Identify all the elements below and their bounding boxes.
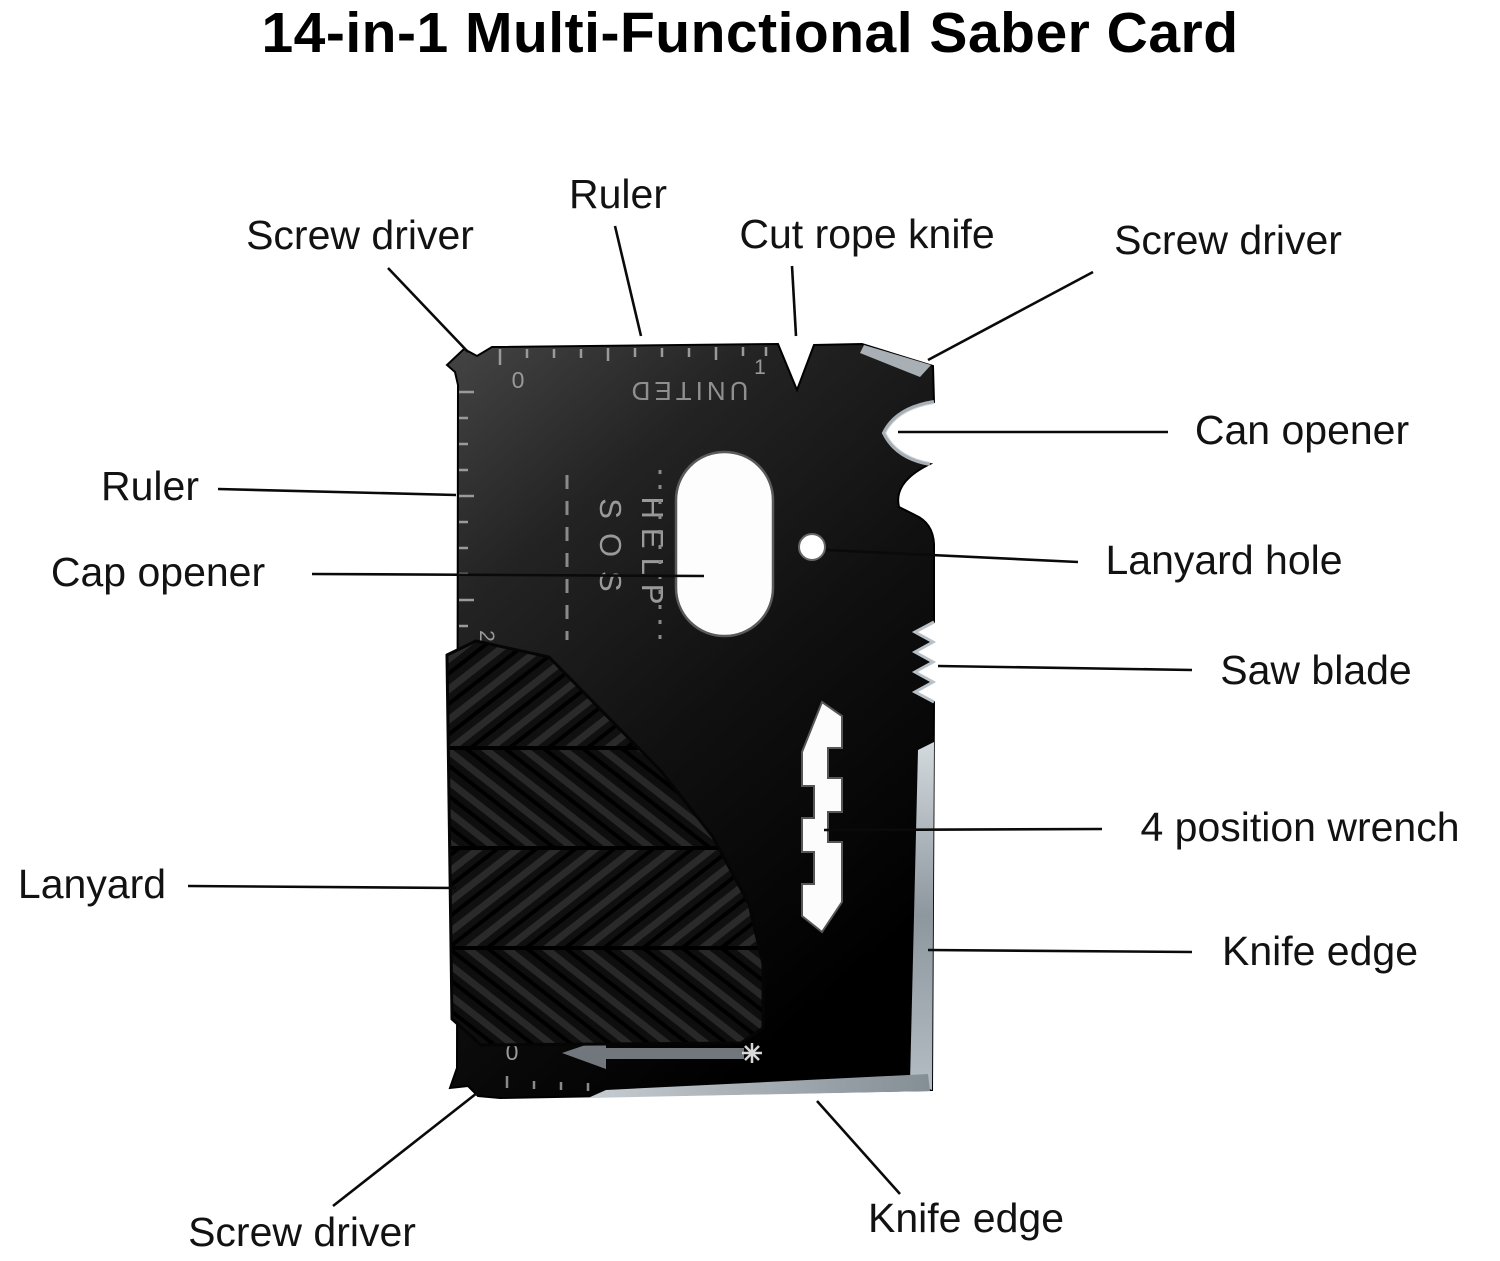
page-title: 14-in-1 Multi-Functional Saber Card	[261, 1, 1239, 65]
saw-teeth-highlight	[911, 620, 937, 704]
bottom-arrow-mark	[562, 1038, 744, 1069]
leader-lines	[187, 225, 1193, 1208]
brand-text: UNITED	[628, 376, 749, 406]
leader-line-screw-driver-top-left	[387, 267, 469, 353]
ruler-ticks-top	[498, 347, 768, 365]
leader-line-wrench	[823, 827, 1103, 832]
label-saw-blade: Saw blade	[1220, 647, 1412, 693]
label-screw-driver-bottom: Screw driver	[188, 1209, 416, 1255]
label-screw-driver-top-right: Screw driver	[1114, 217, 1342, 263]
ruler-two-left: 2	[475, 630, 498, 642]
leader-line-cut-rope-knife	[790, 265, 798, 337]
screwdriver-bevel-top-right	[860, 345, 931, 377]
label-knife-edge-bottom: Knife edge	[867, 1195, 1065, 1241]
ruler-ticks-bottom	[505, 1076, 590, 1091]
label-ruler-top: Ruler	[569, 171, 667, 217]
label-lanyard: Lanyard	[17, 861, 167, 907]
leader-line-ruler-top	[613, 225, 643, 337]
cap-opener-cutout	[674, 450, 775, 638]
label-ruler-left: Ruler	[101, 463, 199, 509]
ruler-zero-top: 0	[512, 367, 525, 393]
label-knife-edge-right: Knife edge	[1221, 928, 1419, 974]
lanyard-hole-cutout	[798, 533, 826, 561]
label-four-position-wrench: 4 position wrench	[1140, 804, 1460, 850]
help-text: HELP	[635, 497, 670, 614]
leader-line-saw-blade	[937, 664, 1193, 672]
leader-line-cap-opener	[311, 572, 705, 578]
can-opener-edge-highlight	[881, 400, 935, 466]
leader-line-lanyard-hole	[825, 548, 1079, 564]
leader-line-knife-edge-right	[927, 948, 1193, 954]
paracord-outline	[445, 639, 765, 1047]
leader-line-screw-driver-bottom	[332, 1091, 478, 1208]
knife-edge-bevel-bottom	[588, 1074, 930, 1098]
sos-text: SOS	[593, 498, 628, 605]
leader-line-lanyard	[187, 884, 457, 890]
starburst-mark	[742, 1043, 762, 1063]
label-cap-opener: Cap opener	[50, 549, 266, 595]
leader-line-screw-driver-top-right	[927, 270, 1094, 362]
leader-line-knife-edge-bottom	[816, 1100, 901, 1195]
label-screw-driver-top-left: Screw driver	[246, 212, 474, 258]
label-can-opener: Can opener	[1194, 407, 1410, 453]
wrench-cutout	[801, 700, 843, 934]
label-cut-rope-knife: Cut rope knife	[739, 211, 995, 257]
ruler-one-top: 1	[754, 356, 766, 379]
leader-line-ruler-left	[217, 487, 457, 497]
label-lanyard-hole: Lanyard hole	[1105, 537, 1343, 583]
